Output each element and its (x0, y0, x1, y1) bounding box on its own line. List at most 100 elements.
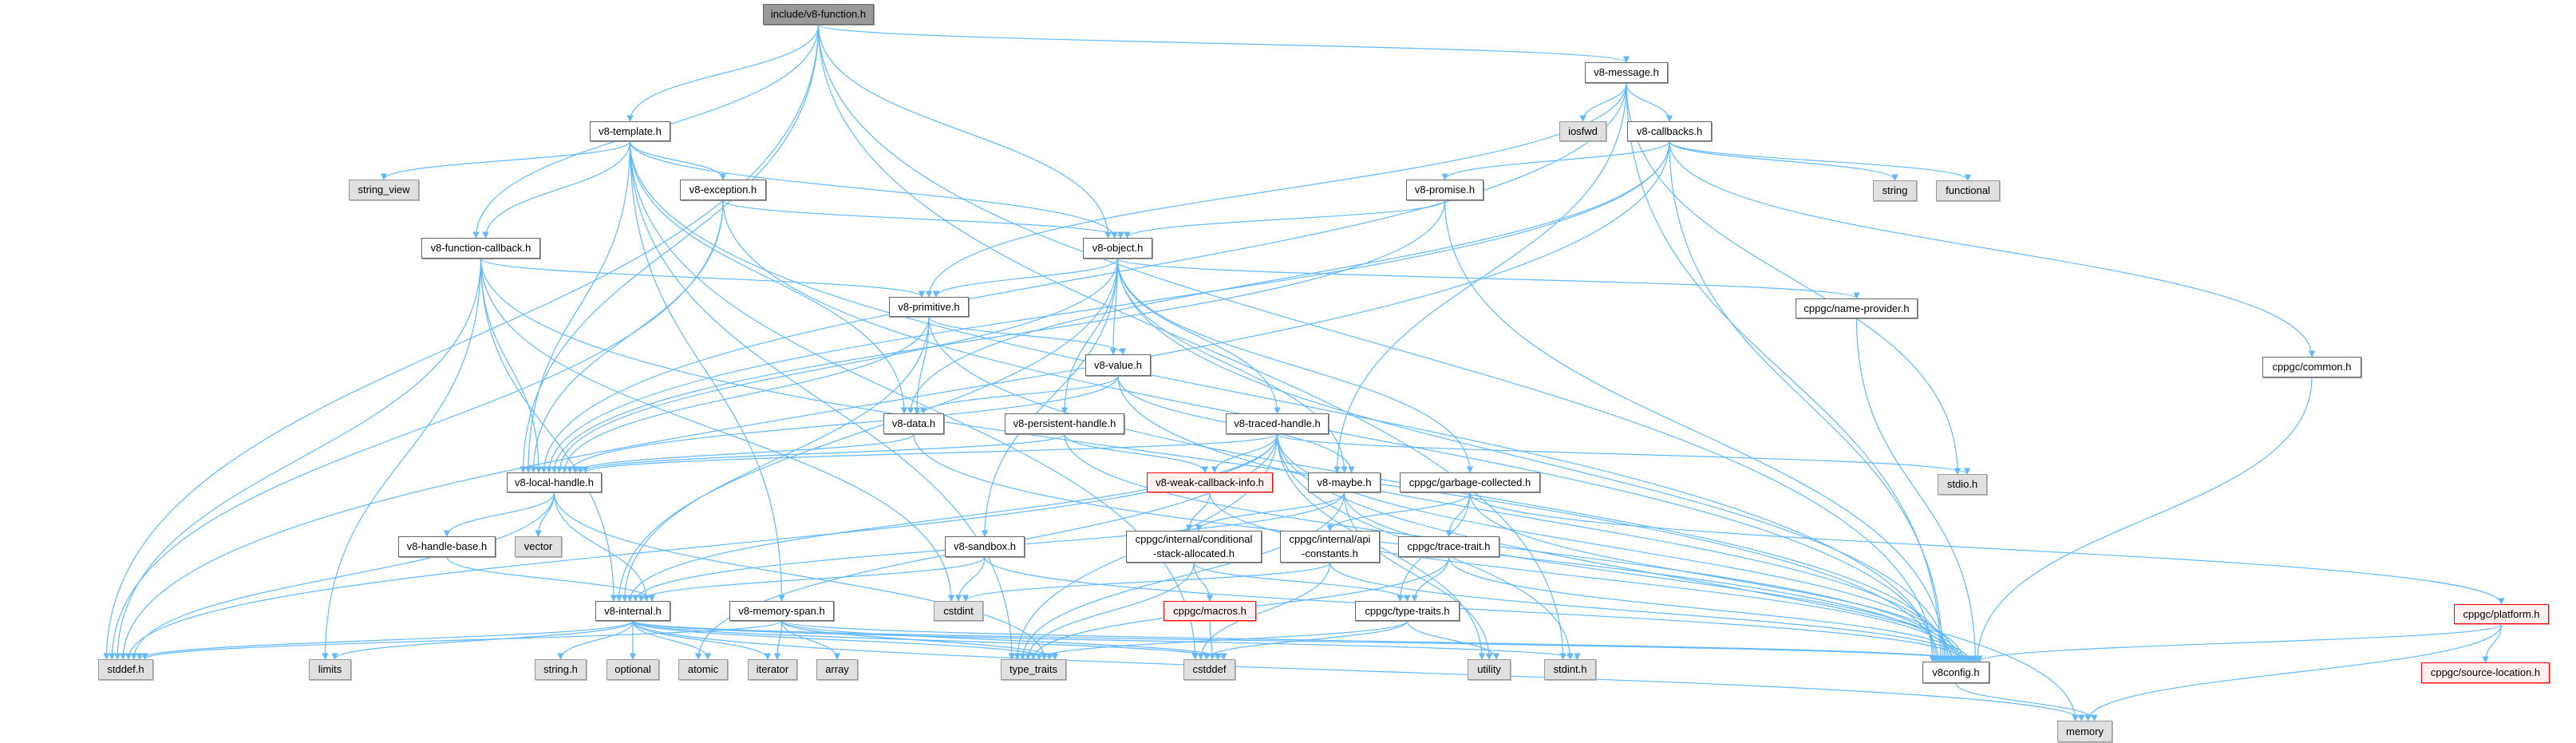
edge-message-to-maybe (1333, 82, 1627, 473)
edge-exception-to-object (722, 200, 1124, 239)
node-iosfwd[interactable]: iosfwd (1559, 121, 1606, 141)
edge-common-to-v8config (1973, 377, 2313, 662)
node-stdint[interactable]: stdint.h (1544, 659, 1596, 680)
node-conditional[interactable]: cppgc/internal/conditional -stack-alloca… (1126, 531, 1262, 563)
edge-traced-to-weak (1211, 433, 1278, 473)
node-message[interactable]: v8-message.h (1585, 62, 1668, 83)
edge-exception-to-v8config (722, 200, 1940, 662)
edge-template-to-fcallback (482, 140, 631, 239)
edge-template-to-v8config (629, 140, 1938, 662)
node-platform[interactable]: cppgc/platform.h (2454, 604, 2549, 624)
node-utility[interactable]: utility (1468, 659, 1511, 680)
edge-internal-to-stddef (136, 620, 634, 660)
node-cstddef[interactable]: cstddef (1183, 659, 1235, 680)
edge-callbacks-to-common (1669, 140, 2316, 358)
edge-internal-to-atomic (632, 620, 712, 660)
edge-primitive-to-value (928, 316, 1127, 355)
edge-value-to-v8config (1117, 375, 1954, 662)
node-handlebase[interactable]: v8-handle-base.h (398, 536, 496, 557)
edge-local-to-type_traits (553, 492, 1048, 660)
node-exception[interactable]: v8-exception.h (680, 180, 766, 200)
edge-memspan-to-iterator (773, 620, 783, 660)
node-memspan[interactable]: v8-memory-span.h (729, 601, 834, 621)
edge-fcallback-to-stddef (114, 258, 482, 660)
node-persistent[interactable]: v8-persistent-handle.h (1005, 413, 1124, 434)
node-sourceloc[interactable]: cppgc/source-location.h (2421, 662, 2550, 683)
node-type_traits[interactable]: type_traits (1001, 659, 1066, 680)
node-promise[interactable]: v8-promise.h (1406, 180, 1484, 200)
edge-tracetrait-to-typetraits (1411, 556, 1450, 602)
node-stddef[interactable]: stddef.h (98, 659, 153, 680)
edge-conditional-to-macros (1193, 562, 1214, 602)
edge-callbacks-to-data (907, 140, 1670, 414)
edge-memspan-to-array (780, 620, 841, 660)
node-common[interactable]: cppgc/common.h (2262, 357, 2361, 377)
node-maybe[interactable]: v8-maybe.h (1308, 472, 1381, 492)
edge-sandbox-to-v8config (984, 556, 1969, 662)
node-array[interactable]: array (816, 659, 858, 680)
edge-platform-to-v8config (1976, 623, 2503, 662)
node-apiconst[interactable]: cppgc/internal/api -constants.h (1280, 531, 1380, 563)
edge-callbacks-to-local (545, 140, 1670, 473)
node-internal[interactable]: v8-internal.h (595, 601, 670, 621)
node-object[interactable]: v8-object.h (1083, 238, 1152, 259)
node-tracetrait[interactable]: cppgc/trace-trait.h (1398, 536, 1499, 557)
edge-v8config-to-memory (1955, 682, 2098, 721)
edge-internal-to-memory (632, 620, 2085, 721)
edge-apiconst-to-v8config (1329, 562, 1971, 662)
node-callbacks[interactable]: v8-callbacks.h (1627, 121, 1712, 141)
edge-internal-to-iterator (632, 620, 772, 660)
node-sandbox[interactable]: v8-sandbox.h (945, 536, 1025, 557)
node-primitive[interactable]: v8-primitive.h (889, 297, 969, 317)
node-atomic[interactable]: atomic (678, 659, 728, 680)
edge-message-to-iosfwd (1579, 82, 1627, 122)
node-functional[interactable]: functional (1936, 180, 2000, 201)
edge-object-to-sandbox (981, 258, 1119, 537)
node-limits[interactable]: limits (309, 659, 351, 680)
edge-sandbox-to-cstdint (954, 556, 986, 602)
node-string_view[interactable]: string_view (349, 180, 419, 200)
edge-memspan-to-type_traits (780, 620, 1059, 660)
node-data[interactable]: v8-data.h (883, 413, 944, 434)
node-root: include/v8-function.h (763, 4, 874, 25)
node-cstdint[interactable]: cstdint (934, 601, 983, 621)
edge-promise-to-v8config (1444, 200, 1949, 662)
edge-promise-to-local (551, 200, 1446, 473)
edge-root-to-stdint (817, 24, 1567, 660)
node-template[interactable]: v8-template.h (590, 121, 670, 141)
node-iterator[interactable]: iterator (748, 659, 797, 680)
node-vector[interactable]: vector (515, 536, 562, 557)
edge-memspan-to-cstddef (780, 620, 1227, 660)
edge-internal-to-limits (331, 620, 634, 660)
edge-persistent-to-local (576, 433, 1065, 473)
edge-maybe-to-v8config (1343, 492, 1965, 662)
node-string[interactable]: string (1873, 180, 1917, 201)
node-value[interactable]: v8-value.h (1085, 354, 1151, 376)
edge-object-to-internal (615, 258, 1119, 602)
node-v8config[interactable]: v8config.h (1922, 662, 1989, 683)
node-optional[interactable]: optional (606, 659, 659, 680)
node-typetraits[interactable]: cppgc/type-traits.h (1355, 601, 1460, 621)
node-weak[interactable]: v8-weak-callback-info.h (1147, 472, 1273, 492)
edge-fcallback-to-primitive (480, 258, 926, 298)
edge-callbacks-to-stddef (119, 140, 1670, 660)
edge-root-to-template (626, 24, 820, 122)
edge-message-to-stdio (1626, 82, 1962, 475)
edge-apiconst-to-cstdint (962, 562, 1331, 602)
edge-traced-to-stdio (1276, 433, 1970, 475)
node-local[interactable]: v8-local-handle.h (507, 472, 602, 492)
edge-template-to-memspan (629, 140, 785, 602)
node-fcallback[interactable]: v8-function-callback.h (421, 238, 540, 259)
edge-persistent-to-weak (1064, 433, 1209, 473)
node-nameprov[interactable]: cppgc/name-provider.h (1796, 298, 1918, 318)
node-traced[interactable]: v8-traced-handle.h (1226, 413, 1329, 434)
edge-memspan-to-v8config (780, 620, 1977, 662)
edge-gc-to-tracetrait (1445, 492, 1471, 537)
edge-maybe-to-utility (1343, 492, 1493, 660)
node-macros[interactable]: cppgc/macros.h (1164, 601, 1256, 621)
node-stdio[interactable]: stdio.h (1938, 474, 1987, 495)
node-memory[interactable]: memory (2057, 721, 2112, 742)
node-gc[interactable]: cppgc/garbage-collected.h (1400, 472, 1540, 492)
node-stringh[interactable]: string.h (535, 659, 587, 680)
edge-object-to-v8config (1116, 258, 1950, 662)
